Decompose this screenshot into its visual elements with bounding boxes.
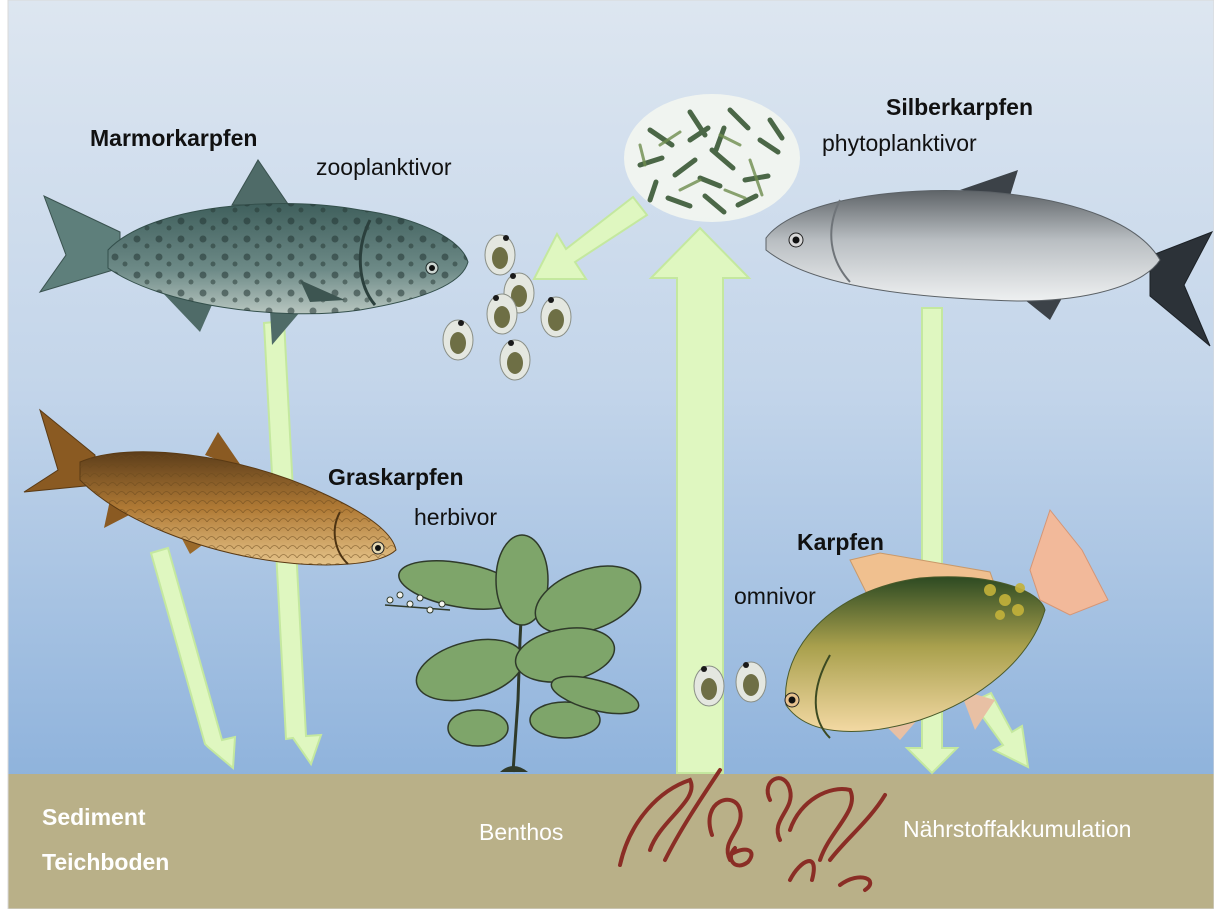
common-diet-label: omnivor <box>734 583 816 609</box>
grass-diet-label: herbivor <box>414 504 497 530</box>
silver-name-label: Silberkarpfen <box>886 94 1033 120</box>
daphnia-icon <box>694 666 724 706</box>
benthos-label: Benthos <box>479 819 563 845</box>
sediment-label: Sediment <box>42 804 146 830</box>
silver-diet-label: phytoplanktivor <box>822 130 977 156</box>
grass-name-label: Graskarpfen <box>328 464 464 490</box>
teichboden-label: Teichboden <box>42 849 169 875</box>
phytoplankton-icon <box>624 94 800 222</box>
daphnia-icon <box>487 294 517 334</box>
daphnia-icon <box>736 662 766 702</box>
daphnia-icon <box>500 340 530 380</box>
daphnia-icon <box>443 320 473 360</box>
common-name-label: Karpfen <box>797 529 884 555</box>
bighead-name-label: Marmorkarpfen <box>90 125 257 151</box>
daphnia-icon <box>485 235 515 275</box>
daphnia-icon <box>541 297 571 337</box>
accumulation-label: Nährstoffakkumulation <box>903 816 1131 842</box>
bighead-diet-label: zooplanktivor <box>316 154 452 180</box>
